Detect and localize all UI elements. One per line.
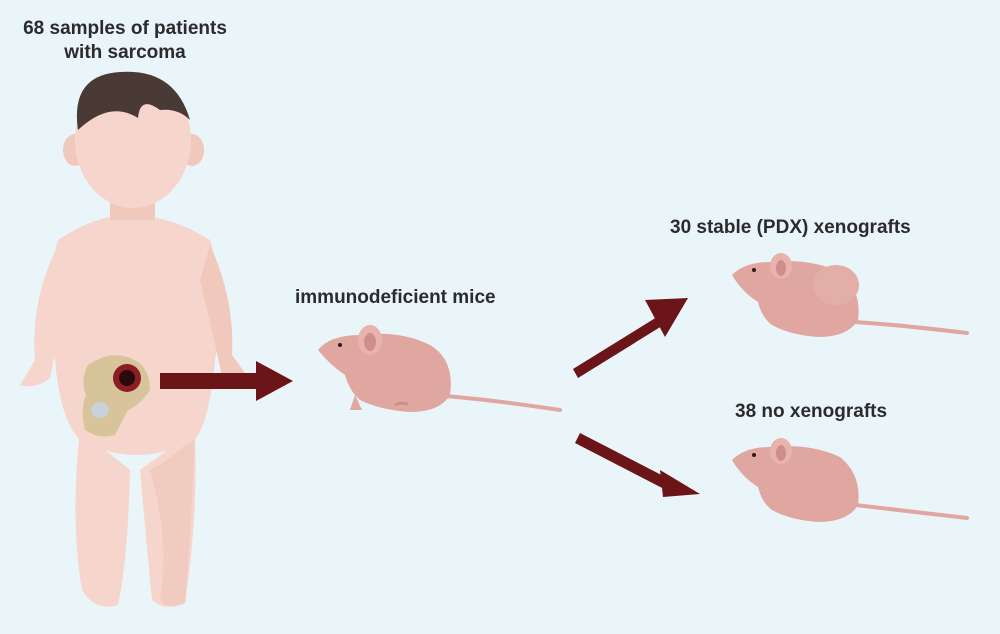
arrow-icon bbox=[160, 361, 293, 401]
stable-xenografts-label: 30 stable (PDX) xenografts bbox=[670, 217, 911, 238]
nude-mouse-icon bbox=[732, 438, 969, 522]
patients-label-line1: 68 samples of patients bbox=[23, 18, 227, 39]
mouse-with-xenograft-icon bbox=[732, 253, 969, 337]
mice-label: immunodeficient mice bbox=[295, 287, 496, 308]
patients-label-line2: with sarcoma bbox=[64, 42, 186, 63]
arrow-icon bbox=[575, 433, 700, 497]
nude-mouse-icon bbox=[318, 325, 562, 412]
child-figure-icon bbox=[20, 71, 250, 607]
pelvis-tumor-icon bbox=[82, 355, 150, 437]
patients-label: 68 samples of patients with sarcoma bbox=[20, 17, 230, 65]
arrow-icon bbox=[573, 298, 688, 378]
no-xenografts-label: 38 no xenografts bbox=[735, 401, 888, 422]
